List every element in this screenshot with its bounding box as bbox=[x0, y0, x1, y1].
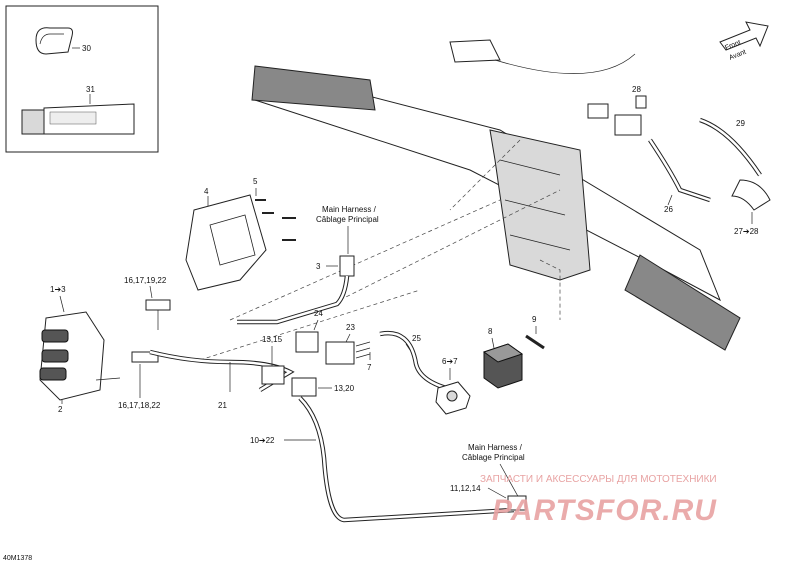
connector-part-23 bbox=[325, 341, 371, 365]
label-3: 3 bbox=[316, 262, 321, 271]
avant-label: Avant bbox=[728, 49, 747, 62]
label-24: 24 bbox=[314, 309, 323, 318]
connector-part-11 bbox=[507, 495, 527, 511]
label-11-14: 11,12,14 bbox=[450, 484, 481, 493]
label-10-22: 10➔22 bbox=[250, 436, 275, 445]
label-23: 23 bbox=[346, 323, 355, 332]
label-2: 2 bbox=[58, 405, 63, 414]
left-grip bbox=[251, 65, 376, 111]
main-harness-top-line2: Câblage Principal bbox=[316, 215, 379, 224]
connector-part-24 bbox=[295, 331, 319, 353]
label-16-22-bottom: 16,17,18,22 bbox=[118, 401, 161, 410]
clip-part-30 bbox=[35, 27, 73, 55]
pin-part-9 bbox=[525, 334, 545, 350]
watermark: ЗАПЧАСТИ И АКСЕССУАРЫ ДЛЯ МОТОТЕХНИКИ PA… bbox=[480, 474, 717, 527]
label-27-28: 27➔28 bbox=[734, 227, 759, 236]
connector-part-16-bottom bbox=[131, 351, 159, 363]
connector-part-13-15 bbox=[261, 365, 285, 385]
screws-part-5 bbox=[255, 199, 296, 241]
connector-part-16-top bbox=[145, 299, 171, 330]
main-harness-top-line1: Main Harness / bbox=[322, 205, 377, 214]
watermark-logo: PARTSFOR.RU bbox=[492, 494, 717, 527]
sensor-part-6 bbox=[435, 381, 471, 415]
label-26: 26 bbox=[664, 205, 673, 214]
diagram-id: 40M1378 bbox=[3, 555, 32, 562]
label-25: 25 bbox=[412, 334, 421, 343]
part-8 bbox=[482, 343, 524, 389]
label-29: 29 bbox=[736, 119, 745, 128]
label-13-20: 13,20 bbox=[334, 384, 355, 393]
label-28: 28 bbox=[632, 85, 641, 94]
connectors-28 bbox=[587, 95, 647, 136]
label-31: 31 bbox=[86, 85, 95, 94]
switch-assembly-part-1 bbox=[39, 311, 121, 401]
housing-part-4 bbox=[185, 194, 267, 291]
right-grip bbox=[624, 254, 741, 351]
inset-box: 30 31 bbox=[5, 5, 159, 153]
label-8: 8 bbox=[488, 327, 493, 336]
handlebar bbox=[251, 39, 741, 351]
label-16-22-top: 16,17,19,22 bbox=[124, 276, 167, 285]
label-7: 7 bbox=[367, 363, 372, 372]
label-9: 9 bbox=[532, 315, 537, 324]
label-6-7: 6➔7 bbox=[442, 357, 458, 366]
label-1-3: 1➔3 bbox=[50, 285, 66, 294]
tube-part-31 bbox=[21, 103, 135, 135]
main-harness-bottom-line1: Main Harness / bbox=[468, 443, 523, 452]
label-13-15: 13,15 bbox=[262, 335, 283, 344]
label-5: 5 bbox=[253, 177, 258, 186]
label-21: 21 bbox=[218, 401, 227, 410]
watermark-text: ЗАПЧАСТИ И АКСЕССУАРЫ ДЛЯ МОТОТЕХНИКИ bbox=[480, 474, 717, 485]
riser-block bbox=[489, 129, 591, 281]
front-direction-arrow: Front Avant bbox=[719, 21, 769, 62]
connector-part-3 bbox=[237, 255, 355, 325]
label-30: 30 bbox=[82, 44, 91, 53]
main-harness-bottom-line2: Câblage Principal bbox=[462, 453, 525, 462]
connector-part-13-20 bbox=[291, 377, 317, 397]
label-4: 4 bbox=[204, 187, 209, 196]
